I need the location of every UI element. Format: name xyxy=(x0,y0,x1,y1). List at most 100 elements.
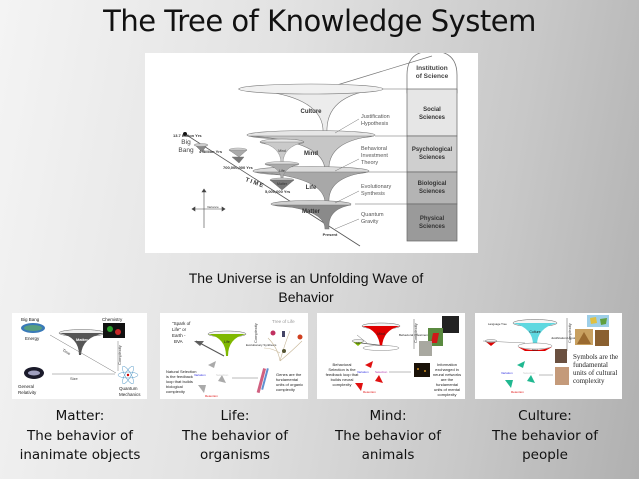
diagram-label: Mind xyxy=(278,149,286,153)
chimp-image xyxy=(442,316,459,333)
institution-label-1: Institution xyxy=(416,65,447,72)
diagram-label: "Spark of xyxy=(172,321,191,326)
culture-caption: Culture: The behavior of people xyxy=(470,407,620,466)
diagram-label: Life xyxy=(356,342,361,345)
diagram-shape xyxy=(351,339,365,343)
diagram-label: Evolutionary xyxy=(361,184,392,190)
diagram-label: Evolutionary Synthesis xyxy=(246,343,277,347)
diagram-label: Theory xyxy=(361,160,378,166)
diagram-label: 4 Billion Yrs xyxy=(199,149,223,154)
diagram-label: Natural Selection xyxy=(166,369,196,374)
diagram-shape xyxy=(431,333,439,343)
diagram-label: Behavioral xyxy=(333,362,352,367)
diagram-label: Matter xyxy=(302,209,321,215)
diagram-shape xyxy=(193,143,209,147)
life-caption: Life: The behavior of organisms xyxy=(160,407,310,466)
diagram-shape xyxy=(527,375,535,383)
diagram-shape xyxy=(334,218,360,230)
diagram-label: Investment xyxy=(361,153,388,159)
diagram-label: Mind xyxy=(532,349,538,352)
caption-line: inanimate objects xyxy=(19,447,141,463)
joint-points: Justification Hypothesis Behavioral Inve… xyxy=(361,114,392,225)
diagram-label: Matter xyxy=(76,337,88,342)
diagram-label: Mind xyxy=(304,151,318,157)
mind-cone-red xyxy=(362,326,400,347)
diagram-label: complexity xyxy=(166,389,185,394)
diagram-shape xyxy=(256,368,267,394)
diagram-shape xyxy=(334,190,360,204)
diagram-shape xyxy=(231,156,245,164)
diagram-label: BVA xyxy=(174,339,183,344)
diagram-shape xyxy=(117,371,139,379)
diagram-label: Tree of Life xyxy=(272,319,295,324)
diagram-shape xyxy=(270,330,276,336)
diagram-label: Language Tree xyxy=(488,322,507,326)
diagram-label: Complexity xyxy=(413,323,418,343)
diagram-label: builds neural xyxy=(331,377,354,382)
cuneiform-tablet-image xyxy=(555,367,569,385)
diagram-shape xyxy=(107,326,113,332)
diagram-label: biological xyxy=(166,384,183,389)
diagram-label: Hypothesis xyxy=(361,121,388,127)
diagram-shape xyxy=(238,83,384,95)
diagram-shape xyxy=(600,318,607,325)
caption-heading: Matter: xyxy=(55,408,105,424)
diagram-shape xyxy=(126,373,130,377)
social-sciences-block xyxy=(406,88,458,137)
diagram-shape xyxy=(334,118,360,230)
diagram-shape xyxy=(198,385,206,393)
bio-label-2: Sciences xyxy=(419,189,446,195)
diagram-shape xyxy=(191,206,196,212)
phys-label-1: Physical xyxy=(420,216,445,222)
diagram-label: Selection xyxy=(216,373,229,377)
diagram-shape xyxy=(282,349,286,353)
diagram-shape: "Spark of Life" or Earth - BVA xyxy=(172,321,191,344)
diagram-label: Relativity xyxy=(18,390,37,395)
bio-label-1: Biological xyxy=(418,181,447,187)
social-label-1: Social xyxy=(423,107,441,113)
caption-line: The behavior of xyxy=(492,427,598,444)
diagram-label: Quantum xyxy=(119,386,138,391)
mind-cone: Mind xyxy=(246,130,376,172)
life-cone: Life xyxy=(252,166,370,204)
matter-panel: Big Bang Energy Matter Time Chemistry Co… xyxy=(12,313,147,399)
diagram-shape xyxy=(334,118,360,134)
diagram-label: Size xyxy=(70,376,79,381)
diagram-shape xyxy=(28,370,40,376)
diagram-shape: Information exchanged in neural networks… xyxy=(433,362,461,397)
tree-of-knowledge-diagram: Institution of Science Social Sciences P… xyxy=(145,50,478,253)
caption-line: people xyxy=(522,447,568,463)
caption-line: organisms xyxy=(200,447,270,463)
diagram-label: Variation xyxy=(357,370,369,374)
diagram-shape xyxy=(122,365,134,385)
timeline-line xyxy=(184,133,361,247)
institution-label-2: of Science xyxy=(416,73,449,80)
small-cones: Mind Life Matter xyxy=(193,138,305,191)
variance-label: Variance xyxy=(207,205,219,209)
caption-line: The behavior of xyxy=(335,427,441,444)
diagram-shape xyxy=(282,331,285,337)
diagram-shape xyxy=(336,55,433,86)
diagram-shape xyxy=(201,188,207,193)
diagram-label: Life xyxy=(224,340,230,344)
diagram-shape xyxy=(518,347,552,351)
diagram-shape xyxy=(356,334,368,344)
diagram-shape xyxy=(218,375,226,383)
diagram-shape xyxy=(517,361,525,368)
diagram-label: Time xyxy=(62,348,73,357)
diagram-label: fundamental xyxy=(436,382,458,387)
diagram-label: complexity xyxy=(438,392,457,397)
diagram-label: 700,000,000 Yrs xyxy=(223,165,254,170)
diagram-shape xyxy=(355,383,363,391)
diagram-label: loop that builds xyxy=(166,379,193,384)
diagram-label: fundamental xyxy=(276,377,298,382)
caption-line: The behavior of xyxy=(182,427,288,444)
big-bang-label-1: Big xyxy=(181,139,191,146)
social-label-2: Sciences xyxy=(419,115,446,121)
diagram-shape xyxy=(261,368,269,390)
chemistry-image xyxy=(103,323,125,338)
caption-line: The behavior of xyxy=(27,427,133,444)
symbols-line-1: Symbols are the xyxy=(573,353,619,361)
diagram-label: Quantum xyxy=(361,212,384,218)
diagram-label: are the xyxy=(441,377,454,382)
